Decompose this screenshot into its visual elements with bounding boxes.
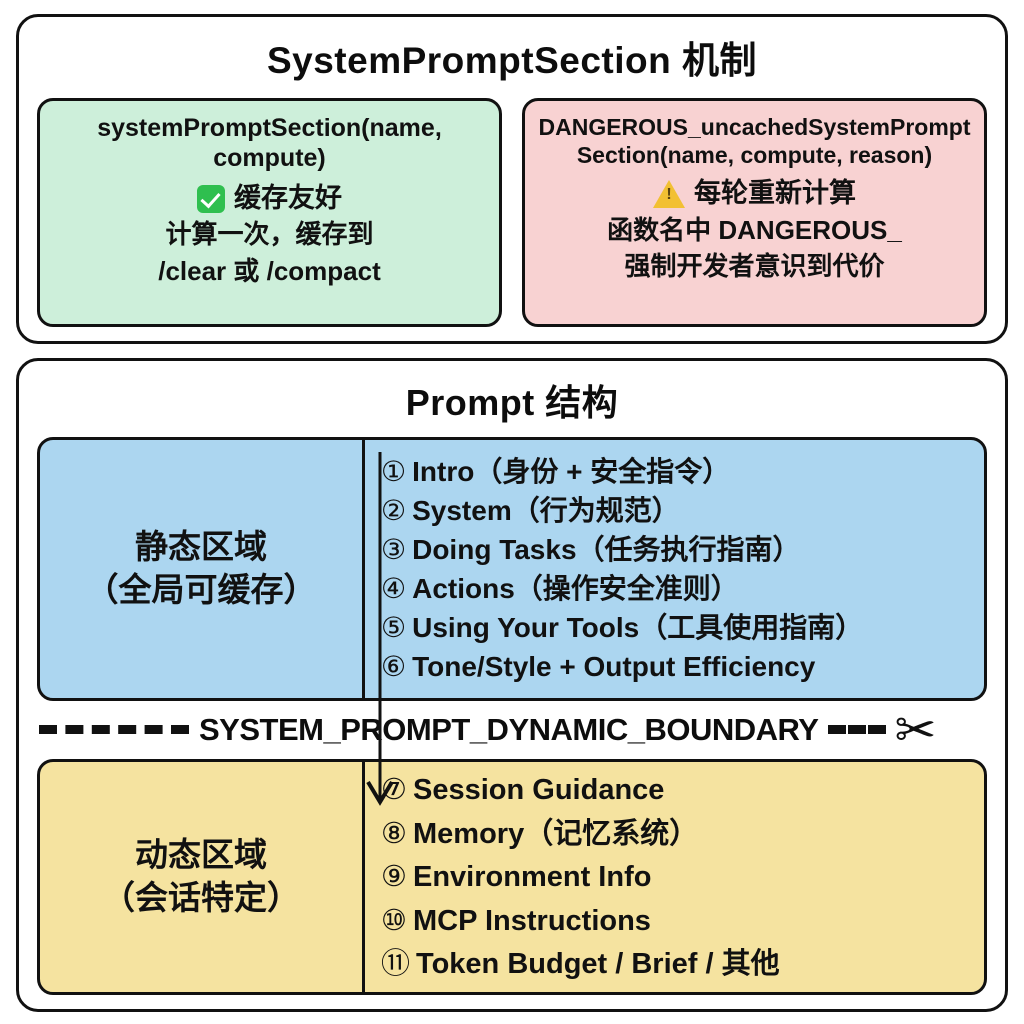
mechanism-comparison-row: systemPromptSection(name, compute) 缓存友好 … <box>37 97 987 327</box>
list-item: ② System（行为规范） <box>381 493 978 530</box>
static-region: 静态区域 （全局可缓存） ① Intro（身份 + 安全指令） ② System… <box>37 436 987 701</box>
check-mark-icon <box>197 184 225 213</box>
item-label: Tone/Style + Output Efficiency <box>412 650 816 682</box>
cached-headline: 缓存友好 <box>234 182 342 213</box>
item-number: ① <box>381 455 407 487</box>
item-label: Using Your Tools（工具使用指南） <box>412 611 864 643</box>
list-item: ⑩ MCP Instructions <box>381 902 978 941</box>
uncached-signature: DANGEROUS_uncachedSystemPromptSection(na… <box>538 113 971 168</box>
item-number: ⑧ <box>381 817 407 850</box>
list-item: ⑥ Tone/Style + Output Efficiency <box>381 649 978 686</box>
item-label: Token Budget / Brief / 其他 <box>416 947 780 980</box>
list-item: ⑤ Using Your Tools（工具使用指南） <box>381 610 978 647</box>
item-number: ⑩ <box>381 904 407 937</box>
item-number: ⑥ <box>381 650 407 682</box>
uncached-headline-row: 每轮重新计算 <box>653 177 856 211</box>
item-label: Memory（记忆系统） <box>413 817 699 850</box>
static-region-label-line-2: （全局可缓存） <box>85 570 317 608</box>
dynamic-boundary: SYSTEM_PROMPT_DYNAMIC_BOUNDARY ✂ <box>37 701 987 759</box>
item-number: ③ <box>381 533 407 565</box>
list-item: ④ Actions（操作安全准则） <box>381 571 978 608</box>
cached-note-line-1: 计算一次，缓存到 <box>165 219 374 250</box>
item-number: ② <box>381 494 407 526</box>
structure-title: Prompt 结构 <box>405 382 619 423</box>
uncached-note-line-2: 强制开发者意识到代价 <box>624 250 885 281</box>
dynamic-region-label: 动态区域 （会话特定） <box>40 762 362 992</box>
uncached-headline: 每轮重新计算 <box>694 177 856 208</box>
structure-card: Prompt 结构 静态区域 （全局可缓存） ① Intro（身份 + 安全指令… <box>16 358 1008 1012</box>
item-label: Actions（操作安全准则） <box>412 572 739 604</box>
dynamic-region-item-list: ⑦ Session Guidance ⑧ Memory（记忆系统） ⑨ Envi… <box>362 761 984 992</box>
item-label: Session Guidance <box>413 774 665 807</box>
item-label: System（行为规范） <box>412 494 680 526</box>
uncached-section-box: DANGEROUS_uncachedSystemPromptSection(na… <box>522 97 987 327</box>
boundary-dash-right <box>828 725 887 735</box>
item-number: ④ <box>381 572 407 604</box>
warning-triangle-icon <box>653 179 685 208</box>
list-item: ⑧ Memory（记忆系统） <box>381 815 978 854</box>
list-item: ⑨ Environment Info <box>381 858 978 897</box>
cached-section-box: systemPromptSection(name, compute) 缓存友好 … <box>37 97 502 327</box>
item-number: ⑨ <box>381 861 407 894</box>
dynamic-region: 动态区域 （会话特定） ⑦ Session Guidance ⑧ Memory（… <box>37 758 987 995</box>
scissors-icon: ✂ <box>894 701 937 758</box>
item-number: ⑦ <box>381 774 407 807</box>
item-label: Environment Info <box>413 861 652 894</box>
item-number: ⑪ <box>381 947 411 980</box>
uncached-note-line-1: 函数名中 DANGEROUS_ <box>607 214 902 245</box>
static-region-label: 静态区域 （全局可缓存） <box>40 440 362 698</box>
item-label: MCP Instructions <box>413 904 651 937</box>
dynamic-region-label-line-2: （会话特定） <box>102 878 300 916</box>
list-item: ① Intro（身份 + 安全指令） <box>381 454 978 491</box>
item-label: Intro（身份 + 安全指令） <box>412 455 731 487</box>
mechanism-card: SystemPromptSection 机制 systemPromptSecti… <box>16 14 1008 344</box>
boundary-label: SYSTEM_PROMPT_DYNAMIC_BOUNDARY <box>199 711 819 747</box>
item-label: Doing Tasks（任务执行指南） <box>412 533 801 565</box>
cached-headline-row: 缓存友好 <box>197 182 342 216</box>
list-item: ⑪ Token Budget / Brief / 其他 <box>381 945 978 984</box>
item-number: ⑤ <box>381 611 407 643</box>
boundary-dash-left <box>39 725 189 735</box>
cached-signature: systemPromptSection(name, compute) <box>97 113 442 173</box>
static-region-item-list: ① Intro（身份 + 安全指令） ② System（行为规范） ③ Doin… <box>362 439 984 698</box>
mechanism-title: SystemPromptSection 机制 <box>266 40 758 81</box>
cached-note-line-2: /clear 或 /compact <box>158 255 381 286</box>
dynamic-region-label-line-1: 动态区域 <box>135 835 267 873</box>
list-item: ⑦ Session Guidance <box>381 771 978 810</box>
list-item: ③ Doing Tasks（任务执行指南） <box>381 532 978 569</box>
static-region-label-line-1: 静态区域 <box>135 527 267 565</box>
